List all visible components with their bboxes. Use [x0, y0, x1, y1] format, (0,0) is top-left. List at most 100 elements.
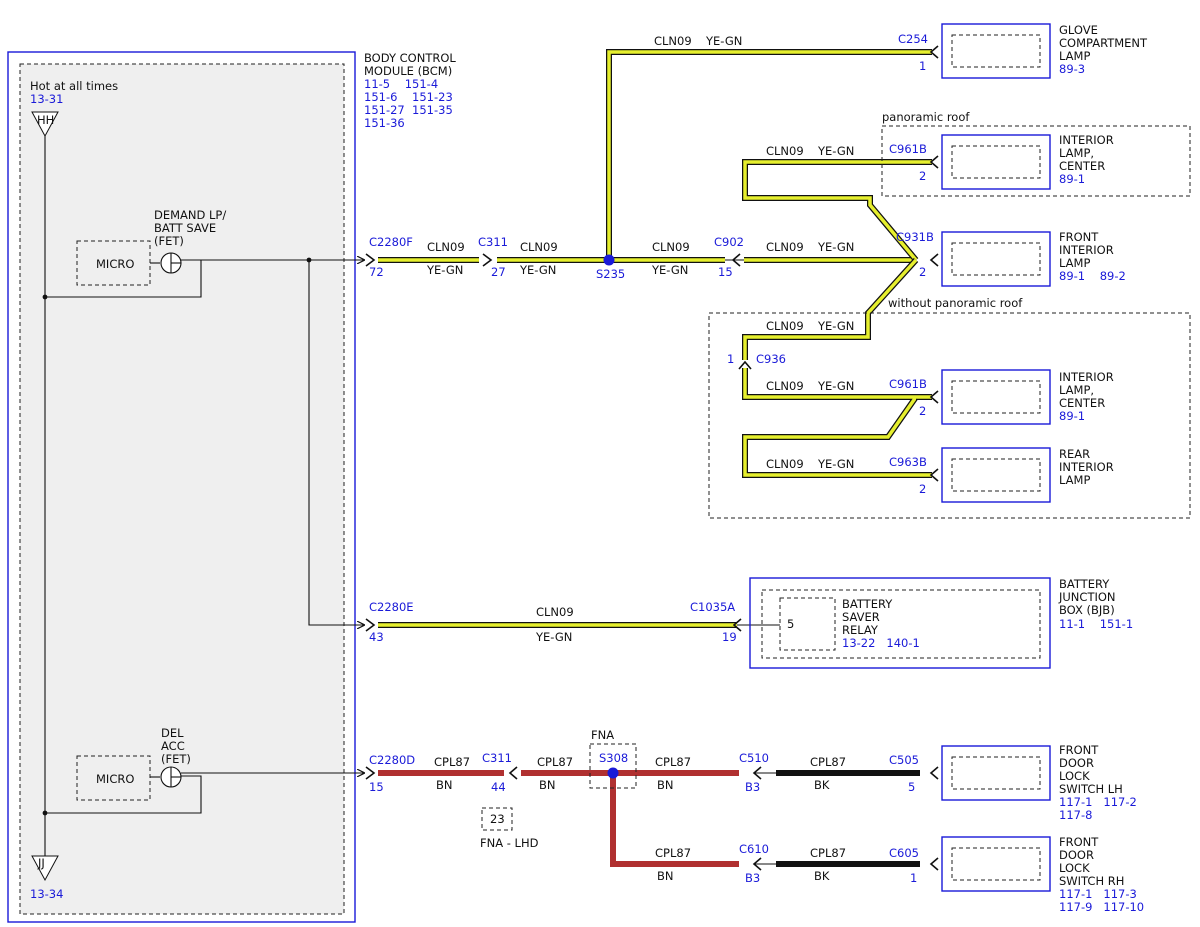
svg-text:5: 5	[908, 780, 915, 794]
panoramic-roof-group	[881, 125, 1191, 197]
svg-text:YE-GN: YE-GN	[817, 144, 854, 158]
svg-text:CLN09: CLN09	[652, 240, 690, 254]
svg-text:S308: S308	[599, 751, 628, 765]
svg-text:C605: C605	[889, 846, 919, 860]
svg-text:B3: B3	[745, 780, 760, 794]
wire-labels: CLN09 YE-GN CLN09 YE-GN CLN09 YE-GN CLN0…	[426, 34, 854, 883]
yegn-wires	[378, 49, 932, 628]
svg-text:LAMP: LAMP	[1059, 49, 1090, 63]
pin23-box	[481, 807, 513, 831]
bcm-title-1: BODY CONTROL	[364, 51, 456, 65]
svg-text:INTERIOR: INTERIOR	[1059, 370, 1114, 384]
svg-text:1: 1	[910, 871, 917, 885]
without-panoramic-label: without panoramic roof	[888, 296, 1023, 310]
svg-text:CENTER: CENTER	[1059, 159, 1105, 173]
bcm-refs-2[interactable]: 151-6 151-23	[364, 90, 453, 104]
splice-s235[interactable]	[603, 254, 615, 266]
component-rear-interior-lamp[interactable]: REAR INTERIOR LAMP	[941, 447, 1114, 503]
svg-text:89-1: 89-1	[1059, 409, 1085, 423]
svg-text:C961B: C961B	[889, 142, 927, 156]
svg-text:GLOVE: GLOVE	[1059, 23, 1098, 37]
svg-text:C963B: C963B	[889, 455, 927, 469]
svg-text:13-22 140-1: 13-22 140-1	[842, 636, 920, 650]
svg-text:DOOR: DOOR	[1059, 848, 1094, 862]
connector-labels: C2280F 72 C311 27 S235 C902 15 C254 1 C9…	[369, 32, 934, 885]
svg-text:LOCK: LOCK	[1059, 769, 1090, 783]
svg-text:YE-GN: YE-GN	[817, 457, 854, 471]
fna-box	[589, 743, 637, 789]
bcm-refs-4[interactable]: 151-36	[364, 116, 405, 130]
svg-text:FRONT: FRONT	[1059, 835, 1099, 849]
component-interior-lamp-center-b[interactable]: INTERIOR LAMP, CENTER 89-1	[941, 369, 1114, 425]
svg-text:SWITCH RH: SWITCH RH	[1059, 874, 1124, 888]
component-battery-junction-box[interactable]: 5 BATTERY SAVER RELAY 13-22 140-1 BATTER…	[749, 577, 1133, 669]
bcm-refs-1[interactable]: 11-5 151-4	[364, 77, 438, 91]
svg-text:C2280F: C2280F	[369, 235, 413, 249]
svg-text:YE-GN: YE-GN	[817, 379, 854, 393]
component-front-interior-lamp[interactable]: FRONT INTERIOR LAMP 89-1 89-2	[941, 230, 1126, 287]
without-panoramic-group	[708, 312, 1191, 519]
svg-text:REAR: REAR	[1059, 447, 1090, 461]
svg-text:FNA: FNA	[591, 728, 614, 742]
svg-text:YE-GN: YE-GN	[426, 263, 463, 277]
svg-text:BN: BN	[657, 869, 674, 883]
micro-box-2	[76, 755, 151, 801]
svg-text:CLN09: CLN09	[766, 319, 804, 333]
svg-text:117-9 117-10: 117-9 117-10	[1059, 900, 1144, 914]
svg-text:89-1 89-2: 89-1 89-2	[1059, 269, 1126, 283]
component-interior-lamp-center-a[interactable]: INTERIOR LAMP, CENTER 89-1	[941, 133, 1114, 190]
svg-text:LAMP,: LAMP,	[1059, 383, 1094, 397]
svg-text:YE-GN: YE-GN	[519, 263, 556, 277]
svg-text:117-8: 117-8	[1059, 808, 1092, 822]
svg-text:C961B: C961B	[889, 377, 927, 391]
svg-text:1: 1	[919, 59, 926, 73]
svg-text:C610: C610	[739, 842, 769, 856]
svg-text:INTERIOR: INTERIOR	[1059, 133, 1114, 147]
svg-text:72: 72	[369, 265, 384, 279]
svg-text:2: 2	[919, 482, 926, 496]
svg-text:27: 27	[491, 265, 506, 279]
micro-label-1: MICRO	[96, 257, 134, 271]
component-front-door-lock-switch-lh[interactable]: FRONT DOOR LOCK SWITCH LH 117-1 117-2 11…	[941, 743, 1137, 822]
svg-text:YE-GN: YE-GN	[705, 34, 742, 48]
svg-text:INTERIOR: INTERIOR	[1059, 243, 1114, 257]
svg-text:C902: C902	[714, 235, 744, 249]
svg-text:FRONT: FRONT	[1059, 743, 1099, 757]
splice-s308[interactable]	[607, 767, 619, 779]
hot-ref[interactable]: 13-31	[30, 92, 63, 106]
svg-text:CLN09: CLN09	[520, 240, 558, 254]
svg-text:COMPARTMENT: COMPARTMENT	[1059, 36, 1148, 50]
hot-label: Hot at all times	[30, 79, 118, 93]
fna-lhd-label: FNA - LHD	[480, 836, 539, 850]
svg-text:CPL87: CPL87	[655, 755, 691, 769]
svg-text:C510: C510	[739, 751, 769, 765]
svg-text:YE-GN: YE-GN	[651, 263, 688, 277]
svg-text:15: 15	[718, 265, 733, 279]
svg-text:INTERIOR: INTERIOR	[1059, 460, 1114, 474]
component-front-door-lock-switch-rh[interactable]: FRONT DOOR LOCK SWITCH RH 117-1 117-3 11…	[941, 835, 1144, 914]
svg-text:89-3: 89-3	[1059, 62, 1085, 76]
svg-text:BK: BK	[814, 869, 830, 883]
demand-label-3: (FET)	[154, 234, 184, 248]
component-glove-lamp[interactable]: GLOVE COMPARTMENT LAMP 89-3	[941, 23, 1148, 79]
del-label-3: (FET)	[161, 752, 191, 766]
svg-text:BK: BK	[814, 778, 830, 792]
svg-text:DOOR: DOOR	[1059, 756, 1094, 770]
cpl87-wires	[378, 770, 920, 867]
hh-triangle	[31, 111, 59, 138]
svg-text:C505: C505	[889, 753, 919, 767]
svg-text:YE-GN: YE-GN	[817, 240, 854, 254]
svg-text:15: 15	[369, 780, 384, 794]
bcm-module-box	[7, 51, 356, 923]
svg-text:CLN09: CLN09	[766, 457, 804, 471]
svg-text:89-1: 89-1	[1059, 172, 1085, 186]
svg-text:FRONT: FRONT	[1059, 230, 1099, 244]
svg-text:CLN09: CLN09	[536, 605, 574, 619]
svg-text:C254: C254	[898, 32, 928, 46]
jj-ref[interactable]: 13-34	[30, 887, 63, 901]
svg-text:JUNCTION: JUNCTION	[1058, 590, 1116, 604]
svg-text:43: 43	[369, 630, 384, 644]
svg-text:2: 2	[919, 169, 926, 183]
bcm-refs-3[interactable]: 151-27 151-35	[364, 103, 453, 117]
